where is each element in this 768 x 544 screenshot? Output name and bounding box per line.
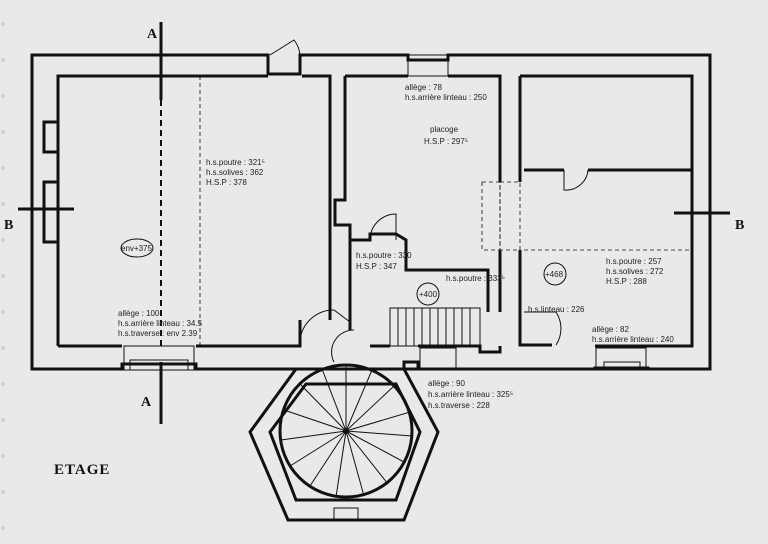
annotation-text: h.s.poutre : 257 — [606, 257, 662, 266]
annotation-text: allège : 78 — [405, 83, 442, 92]
window-right-notes: allège : 82 h.s.arrière linteau : 240 — [592, 325, 674, 344]
annotation-text: h.s.traverse : env 2.39 — [118, 329, 198, 338]
doors — [269, 39, 589, 363]
right-room-notes: h.s.poutre : 257 h.s.solives : 272 H.S.P… — [606, 257, 664, 286]
section-mark-a-top: A — [147, 27, 158, 42]
annotation-text: allège : 82 — [592, 325, 629, 334]
annotation-text: h.s.traverse : 228 — [428, 401, 490, 410]
level-markers: env+375 +400 +468 — [120, 238, 567, 306]
annotation-text: H.S.P : 378 — [206, 178, 247, 187]
small-room-notes: h.s.poutre : 330 H.S.P : 347 — [356, 251, 412, 271]
annotation-text: placoge — [430, 125, 459, 134]
section-mark-b-right: B — [735, 218, 744, 233]
stair-tower — [248, 363, 440, 522]
annotation-text: h.s.solives : 362 — [206, 168, 264, 177]
annotation-text: h.s.arrière linteau : 325⁵ — [428, 390, 513, 399]
windows — [123, 54, 647, 371]
section-mark-a-bottom: A — [141, 395, 152, 410]
window1-notes: allège : 100 h.s.arrière linteau : 34.5 … — [118, 309, 203, 338]
annotation-text: h.s.arrière linteau : 250 — [405, 93, 487, 102]
level-env: env+375 — [121, 244, 152, 253]
annotation-text: h.s.linteau : 226 — [528, 305, 585, 314]
linteau-notes: h.s.linteau : 226 — [528, 305, 585, 314]
annotation-text: h.s.poutre : 333⁵ — [446, 274, 505, 283]
annotation-text: H.S.P : 347 — [356, 262, 397, 271]
annotation-text: h.s.arrière linteau : 34.5 — [118, 319, 203, 328]
level-right: +468 — [545, 270, 564, 279]
section-lines — [18, 22, 730, 424]
landing-notes: h.s.poutre : 333⁵ — [446, 274, 505, 283]
straight-stair — [389, 307, 481, 347]
room1-notes: h.s.poutre : 321⁵ h.s.solives : 362 H.S.… — [206, 158, 265, 187]
level-landing: +400 — [419, 290, 438, 299]
annotation-text: h.s.arrière linteau : 240 — [592, 335, 674, 344]
window-mid-notes: allège : 90 h.s.arrière linteau : 325⁵ h… — [428, 379, 513, 410]
annotation-text: H.S.P : 288 — [606, 277, 647, 286]
section-mark-b-left: B — [4, 218, 13, 233]
dashed-lines — [199, 76, 692, 346]
annotation-text: h.s.poutre : 330 — [356, 251, 412, 260]
annotation-text: h.s.poutre : 321⁵ — [206, 158, 265, 167]
plan-title: ETAGE — [54, 462, 110, 478]
annotation-text: allège : 100 — [118, 309, 160, 318]
annotation-text: h.s.solives : 272 — [606, 267, 664, 276]
binder-holes — [1, 22, 5, 530]
annotation-text: H.S.P : 297⁵ — [424, 137, 468, 146]
annotation-text: allège : 90 — [428, 379, 465, 388]
placoge-notes: placoge H.S.P : 297⁵ — [424, 125, 468, 146]
top-window-notes: allège : 78 h.s.arrière linteau : 250 — [405, 83, 487, 102]
